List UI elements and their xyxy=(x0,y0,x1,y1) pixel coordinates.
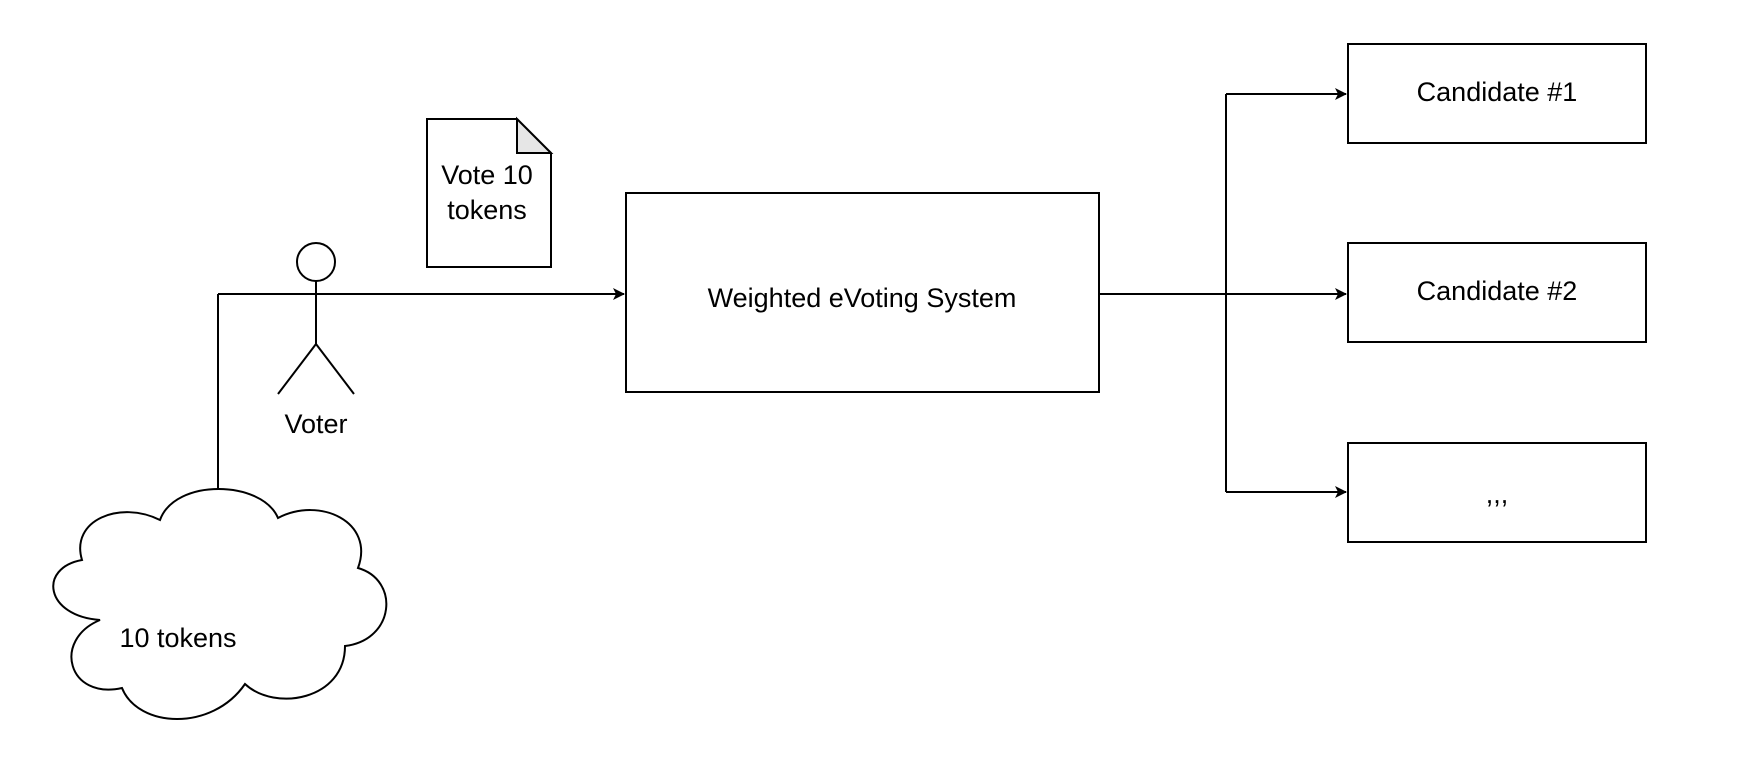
system-box xyxy=(625,192,1100,393)
candidate-label-2: Candidate #2 xyxy=(1417,276,1578,306)
vote-document: Vote 10 tokens xyxy=(426,116,554,268)
candidate-box-more xyxy=(1347,442,1647,543)
actor-label: Voter xyxy=(284,409,347,439)
cloud-shape xyxy=(52,488,388,720)
voter-actor: Voter xyxy=(277,242,355,439)
candidate-label-1: Candidate #1 xyxy=(1417,77,1578,107)
document-label-line1: Vote 10 xyxy=(441,160,533,190)
candidate-box-2 xyxy=(1347,242,1647,343)
document-fold xyxy=(516,116,554,154)
candidate-node-2: Candidate #2 xyxy=(1347,242,1647,343)
candidate-label-more: ,,, xyxy=(1486,479,1509,509)
candidate-node-more: ,,, xyxy=(1347,442,1647,543)
tokens-cloud: 10 tokens xyxy=(52,488,388,720)
document-shape xyxy=(426,118,552,268)
candidate-node-1: Candidate #1 xyxy=(1347,43,1647,144)
actor-body xyxy=(277,281,355,395)
system-label: Weighted eVoting System xyxy=(708,283,1017,313)
connectors xyxy=(212,88,1347,581)
system-node: Weighted eVoting System xyxy=(625,192,1100,393)
document-label-line2: tokens xyxy=(447,195,527,225)
candidate-box-1 xyxy=(1347,43,1647,144)
actor-head xyxy=(296,242,336,282)
cloud-label: 10 tokens xyxy=(119,623,236,653)
